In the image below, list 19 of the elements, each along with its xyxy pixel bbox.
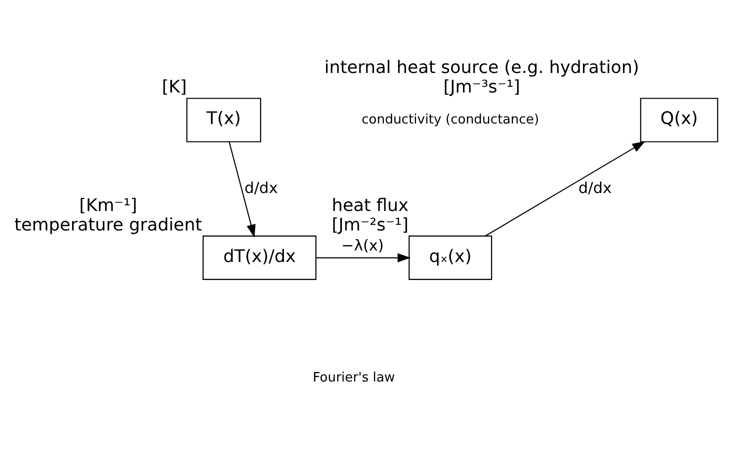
node-box: qₓ(x) — [408, 236, 492, 280]
node-label: [Km⁻¹] — [79, 196, 138, 216]
node-label: [K] — [162, 78, 187, 98]
node-label: [Jm⁻²s⁻¹] — [332, 215, 409, 236]
arrow — [316, 253, 411, 262]
node-box: dT(x)/dx — [202, 236, 316, 280]
edge-label: d/dx — [244, 178, 278, 197]
node-box: Q(x) — [640, 98, 718, 142]
label: conductivity (conductance) — [362, 112, 540, 128]
edge-label: −λ(x) — [341, 236, 384, 254]
arrow — [228, 142, 256, 238]
arrow — [485, 141, 646, 236]
node-label: [Jm⁻³s⁻¹] — [443, 78, 520, 98]
node-box: T(x) — [186, 98, 262, 142]
label: Fourier's law — [312, 370, 395, 386]
node-label: internal heat source (e.g. hydration) — [324, 58, 640, 78]
node-label: heat flux — [332, 196, 409, 216]
node-label: temperature gradient — [14, 215, 202, 236]
edge-label: d/dx — [578, 178, 612, 197]
